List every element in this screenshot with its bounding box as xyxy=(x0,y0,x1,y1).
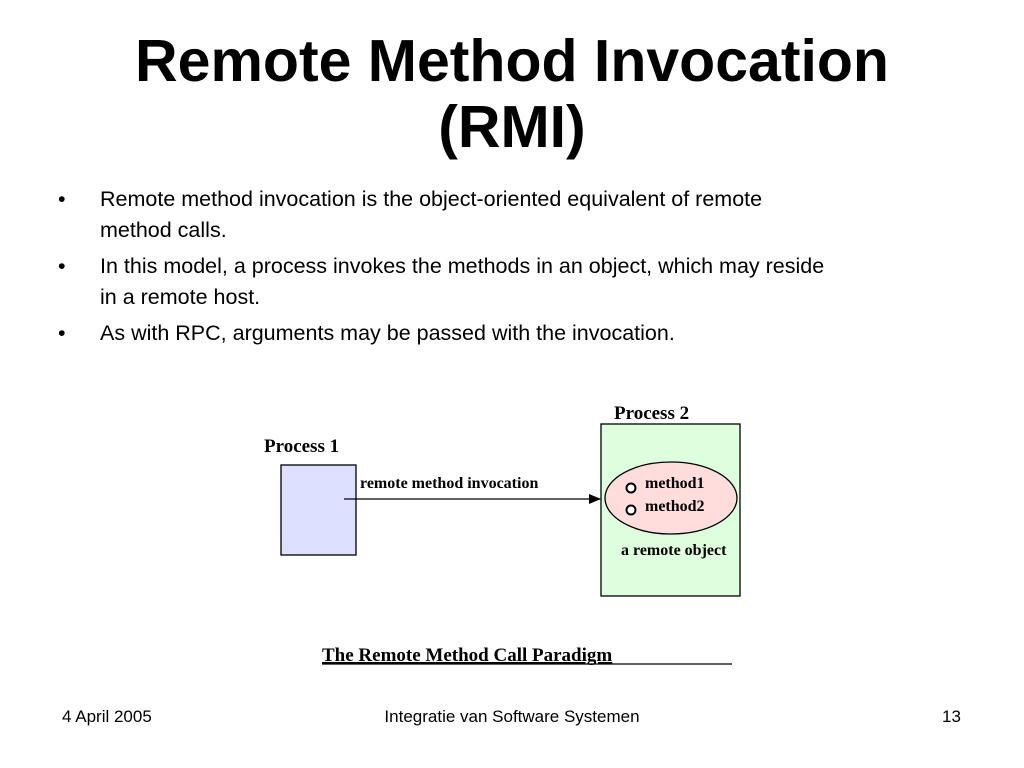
footer-page-number: 13 xyxy=(942,707,961,726)
method-2-label: method2 xyxy=(645,498,705,515)
invocation-arrow-label: remote method invocation xyxy=(360,475,538,492)
bullet-item: • As with RPC, arguments may be passed w… xyxy=(58,318,988,349)
bullet-text-line: in a remote host. xyxy=(100,285,261,309)
remote-object-label: a remote object xyxy=(621,542,727,559)
bullet-text-line: As with RPC, arguments may be passed wit… xyxy=(100,321,675,345)
bullet-list: • Remote method invocation is the object… xyxy=(58,184,988,354)
footer-date: 4 April 2005 xyxy=(62,707,152,726)
slide-title-line-2: (RMI) xyxy=(438,94,586,160)
method-1-label: method1 xyxy=(645,475,705,492)
process-2-label: Process 2 xyxy=(614,403,689,424)
method-2-interface-icon xyxy=(625,504,637,516)
bullet-marker: • xyxy=(58,254,66,278)
process-1-label: Process 1 xyxy=(264,436,339,457)
slide-title-line-1: Remote Method Invocation xyxy=(135,28,889,94)
bullet-text-line: Remote method invocation is the object-o… xyxy=(100,187,763,211)
footer-course-title: Integratie van Software Systemen xyxy=(384,707,640,726)
bullet-text-line: In this model, a process invokes the met… xyxy=(100,254,825,278)
bullet-item: • In this model, a process invokes the m… xyxy=(58,251,988,313)
process-1-box xyxy=(280,464,357,556)
bullet-marker: • xyxy=(58,187,66,211)
remote-object-ellipse xyxy=(604,461,738,535)
method-1-interface-icon xyxy=(625,482,637,494)
bullet-text-line: method calls. xyxy=(100,218,227,242)
bullet-marker: • xyxy=(58,321,66,345)
diagram-caption: The Remote Method Call Paradigm xyxy=(322,645,612,666)
slide-title: Remote Method Invocation (RMI) xyxy=(0,28,1024,160)
bullet-item: • Remote method invocation is the object… xyxy=(58,184,988,246)
